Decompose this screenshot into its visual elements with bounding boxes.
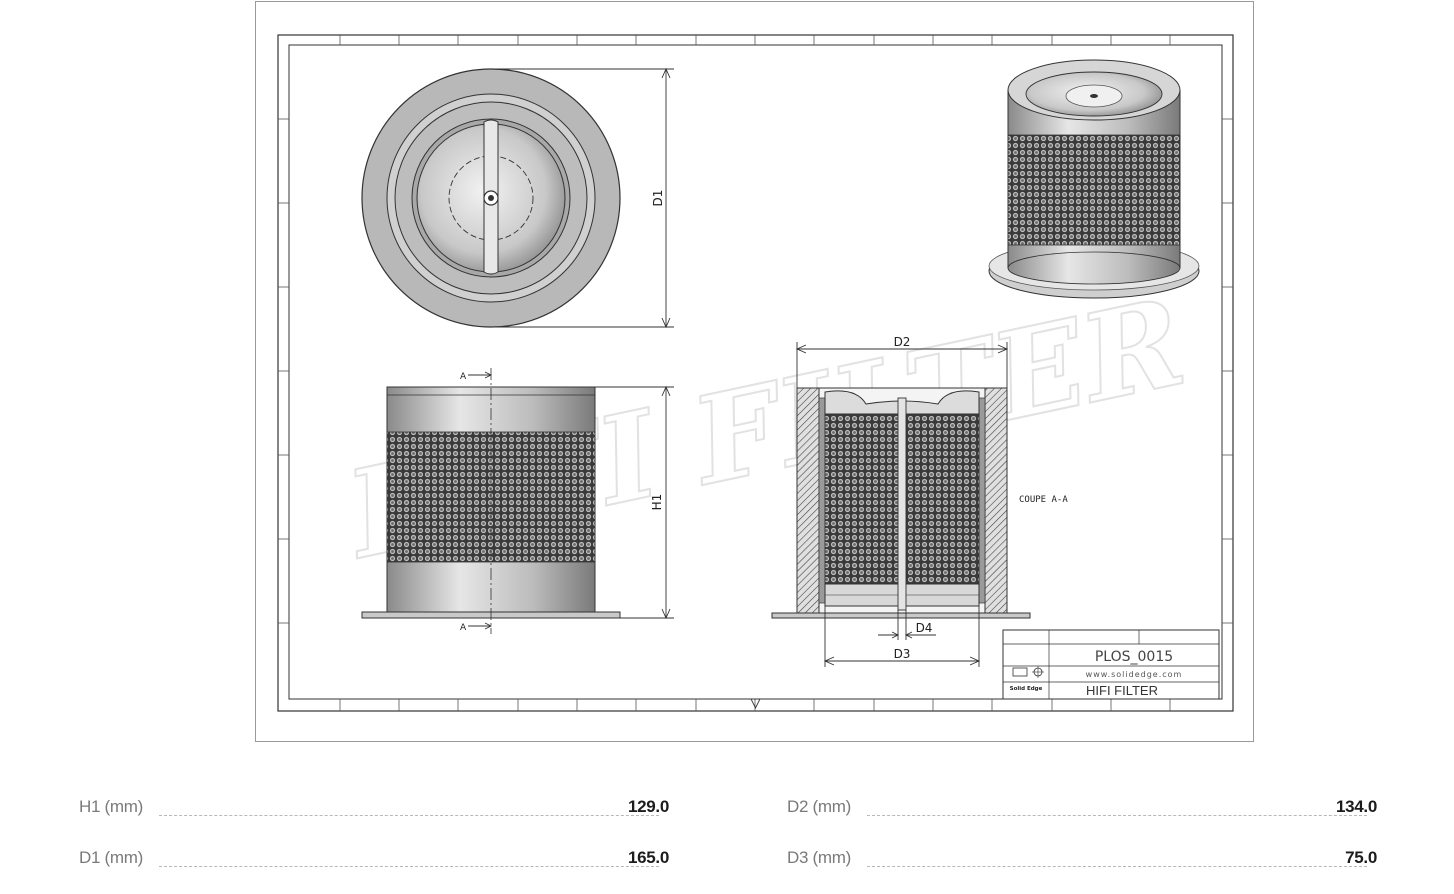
top-view: D1	[361, 67, 674, 329]
spec-label: D3 (mm)	[787, 848, 851, 867]
spec-label: D2 (mm)	[787, 797, 851, 816]
section-view: D2 D3 D4 COUPE A-A	[771, 335, 1068, 667]
title-block: Solid Edge PLOS_0015 www.solidedge.com H…	[1002, 629, 1220, 700]
cad-logo: Solid Edge	[1010, 686, 1043, 692]
isometric-view	[988, 59, 1200, 299]
spec-row-d1: D1 (mm) 165.0	[79, 848, 669, 876]
section-title: COUPE A-A	[1019, 495, 1068, 505]
spec-value: 134.0	[1335, 797, 1377, 816]
spec-label: D1 (mm)	[79, 848, 143, 867]
spec-table: H1 (mm) 129.0 D2 (mm) 134.0 D1 (mm) 165.…	[0, 780, 1454, 894]
spec-row-d3: D3 (mm) 75.0	[787, 848, 1377, 876]
technical-drawing: HIFI FILTER D1	[255, 1, 1254, 742]
spec-leader	[159, 815, 659, 816]
spec-row-d2: D2 (mm) 134.0	[787, 797, 1377, 825]
spec-label: H1 (mm)	[79, 797, 143, 816]
spec-leader	[867, 815, 1367, 816]
dimension-label-d2: D2	[894, 335, 911, 349]
dimension-label-d1: D1	[651, 190, 665, 207]
drawing-number: PLOS_0015	[1095, 649, 1173, 665]
dimension-label-d3: D3	[894, 647, 911, 661]
drawing-title: HIFI FILTER	[1086, 683, 1158, 698]
website: www.solidedge.com	[1086, 670, 1183, 679]
section-marker-bottom: A	[460, 623, 467, 633]
spec-leader	[159, 866, 659, 867]
spec-leader	[867, 866, 1367, 867]
spec-value: 129.0	[627, 797, 669, 816]
dimension-label-h1: H1	[650, 494, 664, 511]
spec-value: 75.0	[1345, 848, 1377, 867]
spec-value: 165.0	[627, 848, 669, 867]
dimension-label-d4: D4	[916, 621, 933, 635]
front-view: A A H1	[361, 368, 674, 634]
section-marker-top: A	[460, 372, 467, 382]
spec-row-h1: H1 (mm) 129.0	[79, 797, 669, 825]
